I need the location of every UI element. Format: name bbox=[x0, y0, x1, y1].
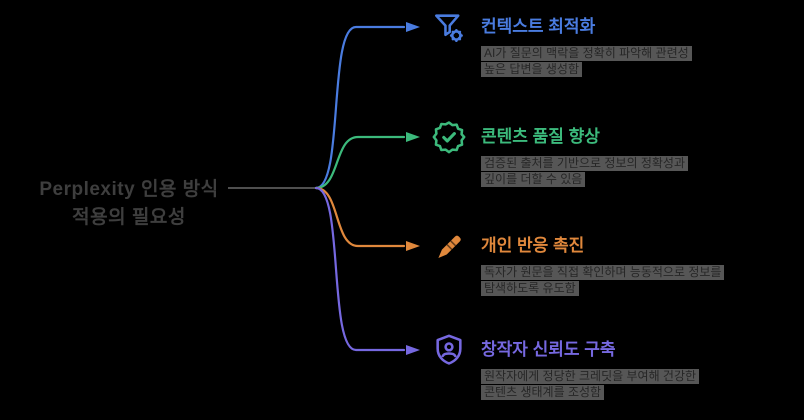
branch-desc-trust: 원작자에게 정당한 크레딧을 부여해 건강한 콘텐츠 생태계를 조성함 bbox=[481, 369, 700, 400]
funnel-gear-icon bbox=[432, 10, 466, 44]
branch-title-quality[interactable]: 콘텐츠 품질 향상 bbox=[481, 127, 600, 146]
branch-curve-context bbox=[314, 25, 406, 190]
branch-curve-trust bbox=[314, 186, 406, 352]
branch-desc-engagement: 독자가 원문을 직접 확인하며 능동적으로 정보를 탐색하도록 유도함 bbox=[481, 265, 725, 296]
desc-line: 높은 답변을 생성함 bbox=[481, 62, 582, 77]
desc-line: 탐색하도록 유도함 bbox=[481, 281, 579, 296]
desc-line: 검증된 출처를 기반으로 정보의 정확성과 bbox=[481, 156, 689, 171]
desc-line: 독자가 원문을 직접 확인하며 능동적으로 정보를 bbox=[481, 265, 725, 280]
root-title-line2: 적용의 필요성 bbox=[72, 207, 186, 228]
branch-curve-quality bbox=[314, 135, 406, 190]
arrowhead-engagement bbox=[406, 241, 420, 251]
shield-user-icon bbox=[432, 333, 466, 367]
branch-desc-quality: 검증된 출처를 기반으로 정보의 정확성과 깊이를 더할 수 있음 bbox=[481, 156, 689, 187]
root-title-line1: Perplexity 인용 방식 bbox=[39, 179, 219, 200]
verified-badge-icon bbox=[432, 120, 466, 154]
arrowhead-trust bbox=[406, 345, 420, 355]
desc-line: 원작자에게 정당한 크레딧을 부여해 건강한 bbox=[481, 369, 700, 384]
branch-title-context[interactable]: 컨텍스트 최적화 bbox=[481, 17, 596, 36]
desc-line: 콘텐츠 생태계를 조성함 bbox=[481, 385, 605, 400]
branch-title-trust[interactable]: 창작자 신뢰도 구축 bbox=[481, 340, 616, 359]
branch-title-engagement[interactable]: 개인 반응 촉진 bbox=[481, 236, 585, 255]
branch-desc-context: AI가 질문의 맥락을 정확히 파악해 관련성 높은 답변을 생성함 bbox=[481, 46, 692, 77]
arrowhead-quality bbox=[406, 132, 420, 142]
branch-curve-engagement bbox=[314, 186, 406, 248]
arrowhead-context bbox=[406, 22, 420, 32]
root-node[interactable]: Perplexity 인용 방식 적용의 필요성 bbox=[18, 176, 240, 232]
pen-icon bbox=[432, 229, 466, 263]
desc-line: AI가 질문의 맥락을 정확히 파악해 관련성 bbox=[481, 46, 692, 61]
desc-line: 깊이를 더할 수 있음 bbox=[481, 172, 586, 187]
